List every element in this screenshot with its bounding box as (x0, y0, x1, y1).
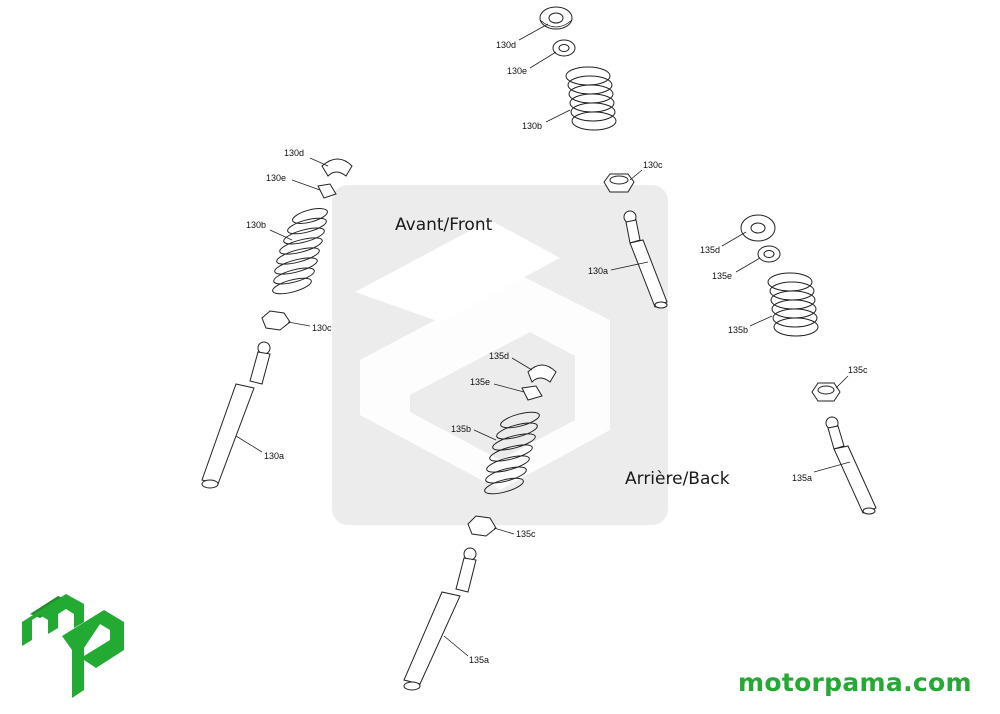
part-135d-mid (527, 364, 557, 383)
section-heading-front: Avant/Front (395, 215, 493, 235)
callout-130d-left: 130d (284, 148, 304, 158)
part-135d-right (740, 214, 776, 242)
callout-135a-mid: 135a (469, 655, 489, 665)
part-130a-left-shock (201, 341, 271, 489)
callout-135c-mid: 135c (516, 529, 536, 539)
part-group-right-135: 135d 135e 135b 135c 135a (700, 214, 877, 515)
callout-135d-right: 135d (700, 245, 720, 255)
part-group-left-130: 130d 130e 130b 130c 130a (201, 148, 353, 489)
part-130a-top-shock (623, 210, 668, 309)
watermark-logo (332, 185, 668, 525)
part-130b-left-spring (272, 208, 328, 295)
part-135a-right-shock (825, 416, 877, 515)
section-heading-back: Arrière/Back (625, 469, 730, 489)
callout-130a-top: 130a (588, 266, 608, 276)
part-130d-left (321, 158, 353, 177)
part-130c-top-mount (603, 173, 635, 193)
part-135e-mid (521, 385, 543, 401)
callout-130c-left: 130c (312, 323, 332, 333)
motorpama-logo (22, 594, 124, 698)
callout-135d-mid: 135d (489, 351, 509, 361)
part-130c-left-mount (261, 310, 291, 331)
callout-135c-right: 135c (848, 365, 868, 375)
callout-135b-mid: 135b (451, 424, 471, 434)
callout-130e-top: 130e (507, 66, 527, 76)
callout-135e-right: 135e (712, 271, 732, 281)
callout-130e-left: 130e (266, 173, 286, 183)
part-135c-mid-mount (467, 515, 497, 537)
part-135a-mid-shock (403, 547, 477, 691)
callout-135e-mid: 135e (470, 377, 490, 387)
callout-130b-top: 130b (522, 121, 542, 131)
part-135b-right-spring (767, 272, 819, 337)
part-group-top-130: 130d 130e 130b 130c 130a (496, 6, 668, 309)
callout-130d-top: 130d (496, 40, 516, 50)
callout-135a-right: 135a (792, 473, 812, 483)
callout-130b-left: 130b (246, 220, 266, 230)
callout-130c-top: 130c (643, 160, 663, 170)
part-130e-top (552, 39, 576, 57)
part-135e-right (757, 245, 781, 263)
part-130e-left (317, 183, 337, 199)
website-brand-text[interactable]: motorpama.com (738, 668, 972, 697)
part-130d-top (539, 6, 573, 30)
callout-135b-right: 135b (728, 325, 748, 335)
part-group-mid-135: 135d 135e 135b 135c 135a (403, 351, 557, 691)
part-130b-top-spring (565, 66, 617, 131)
callout-130a-left: 130a (264, 451, 284, 461)
part-135c-right-mount (811, 382, 841, 402)
part-135b-mid-spring (484, 411, 540, 495)
